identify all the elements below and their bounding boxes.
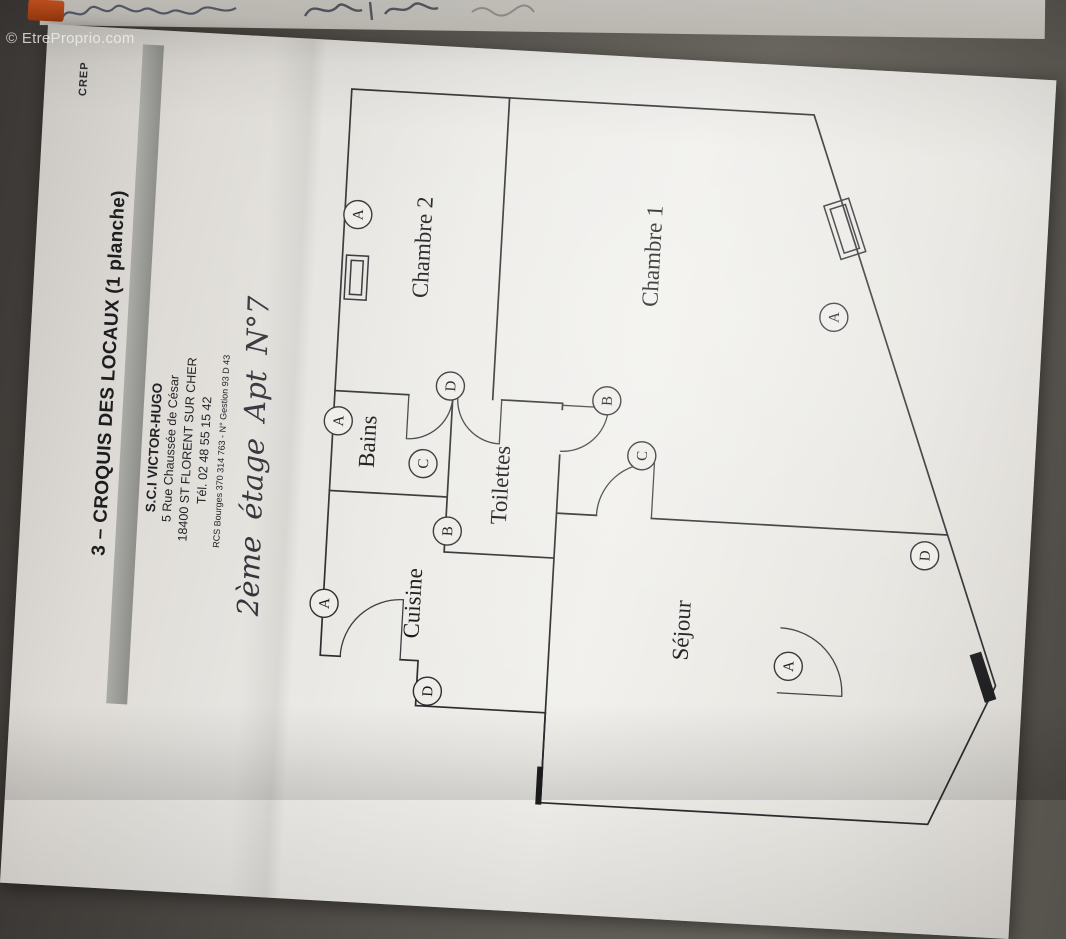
svg-text:A: A xyxy=(351,209,368,221)
door-marker-a1: A xyxy=(343,199,373,230)
floor-plan: Chambre 2 Chambre 1 Bains Toilettes Cuis… xyxy=(309,88,997,826)
window-chambre2 xyxy=(343,254,370,301)
orange-object xyxy=(27,0,65,22)
door-marker-b1: B xyxy=(432,516,463,546)
svg-text:C: C xyxy=(416,458,433,469)
svg-text:A: A xyxy=(331,415,348,427)
door-marker-a5: A xyxy=(773,651,803,682)
svg-text:C: C xyxy=(635,450,652,461)
svg-text:D: D xyxy=(420,685,437,697)
handwriting-stroke xyxy=(471,4,535,17)
svg-text:B: B xyxy=(440,526,457,537)
door-marker-d1: D xyxy=(435,371,466,401)
document-paper: CREP 3 – CROQUIS DES LOCAUX (1 planche) … xyxy=(0,24,1057,939)
door-arc-entrance xyxy=(339,599,405,660)
door-arc-sejour-2 xyxy=(776,627,843,698)
handwriting-stroke xyxy=(303,1,439,21)
door-marker-b2: B xyxy=(592,386,622,416)
room-label-chambre-2: Chambre 2 xyxy=(407,196,438,299)
handwriting-stroke xyxy=(61,4,237,19)
door-arc-toilettes xyxy=(457,397,503,445)
door-marker-a3: A xyxy=(309,588,339,619)
thick-wall-segment xyxy=(535,766,544,805)
door-marker-d3: D xyxy=(909,541,940,571)
svg-text:A: A xyxy=(827,311,844,323)
thick-wall-stub xyxy=(969,651,997,703)
door-marker-a4: A xyxy=(819,302,849,333)
room-label-chambre-1: Chambre 1 xyxy=(637,205,668,308)
svg-text:B: B xyxy=(600,395,617,406)
door-marker-a2: A xyxy=(323,406,354,436)
svg-text:A: A xyxy=(781,660,798,672)
room-label-bains: Bains xyxy=(354,415,382,469)
svg-text:D: D xyxy=(443,380,460,392)
door-marker-c1: C xyxy=(408,448,438,479)
door-arc-bains xyxy=(405,394,454,440)
svg-text:D: D xyxy=(917,550,934,562)
room-label-cuisine: Cuisine xyxy=(398,567,427,639)
watermark: © EtreProprio.com xyxy=(6,30,135,47)
room-label-sejour: Séjour xyxy=(667,599,695,661)
document-content: CREP 3 – CROQUIS DES LOCAUX (1 planche) … xyxy=(0,24,1056,841)
window-chambre1 xyxy=(822,197,867,261)
door-marker-c2: C xyxy=(627,441,657,471)
svg-text:A: A xyxy=(317,597,334,609)
room-label-toilettes: Toilettes xyxy=(486,445,515,525)
background-handwriting xyxy=(61,1,535,21)
door-marker-d2: D xyxy=(412,676,443,706)
